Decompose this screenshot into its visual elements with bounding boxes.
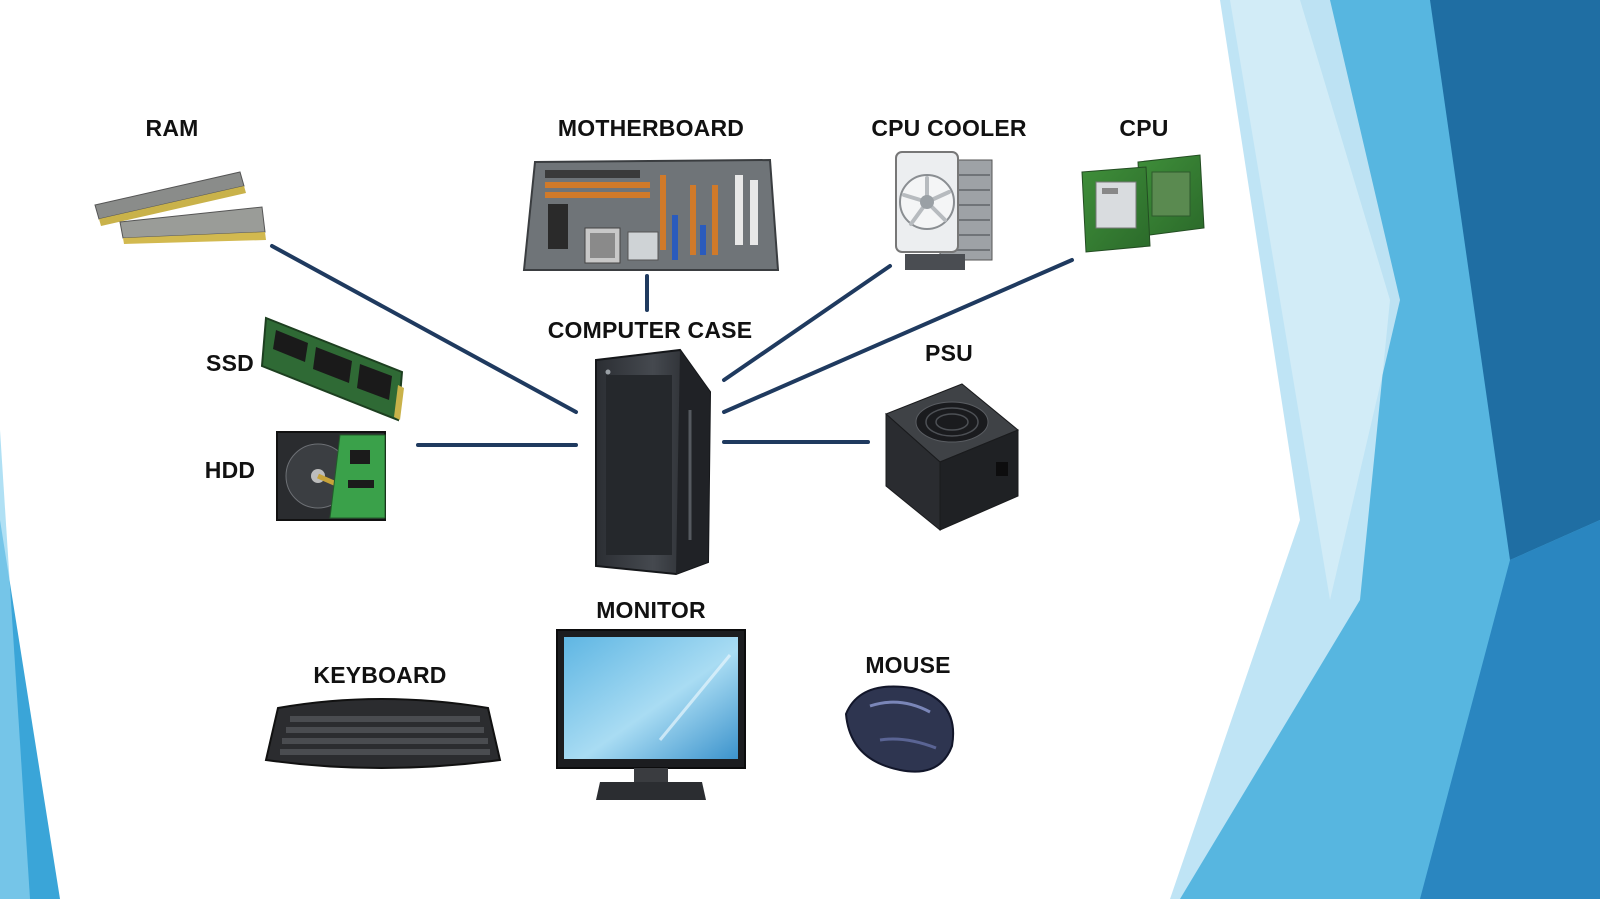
- label-ssd: SSD: [206, 350, 254, 376]
- bg-panel-right-strip: [1230, 0, 1400, 600]
- monitor-image: [556, 629, 746, 800]
- label-cpu-cooler: CPU COOLER: [871, 115, 1027, 141]
- ssd-image: [260, 316, 404, 422]
- mouse-image: [844, 685, 955, 773]
- label-hdd: HDD: [204, 457, 256, 483]
- label-psu: PSU: [925, 340, 973, 366]
- computer-case-image: [595, 348, 712, 576]
- label-motherboard: MOTHERBOARD: [557, 115, 745, 141]
- bg-panel-right-dark: [1430, 0, 1600, 560]
- connector-cpu-cooler: [722, 264, 892, 382]
- connector-lines: [270, 244, 1074, 447]
- bg-panel-left-light: [0, 430, 30, 899]
- cpu-image: [1081, 154, 1205, 253]
- ram-image: [94, 171, 266, 244]
- label-monitor: MONITOR: [596, 597, 706, 623]
- psu-image: [885, 383, 1019, 532]
- label-ram: RAM: [145, 115, 199, 141]
- motherboard-image: [522, 158, 780, 271]
- cpu-cooler-image: [895, 151, 993, 270]
- label-computer-case: COMPUTER CASE: [547, 317, 753, 343]
- label-cpu: CPU: [1119, 115, 1169, 141]
- label-mouse: MOUSE: [865, 652, 951, 678]
- label-keyboard: KEYBOARD: [313, 662, 447, 688]
- connector-ram: [270, 244, 578, 414]
- keyboard-image: [264, 698, 502, 769]
- connector-cpu: [722, 258, 1074, 414]
- bg-panel-right-deep: [1420, 520, 1600, 899]
- hdd-image: [276, 431, 386, 521]
